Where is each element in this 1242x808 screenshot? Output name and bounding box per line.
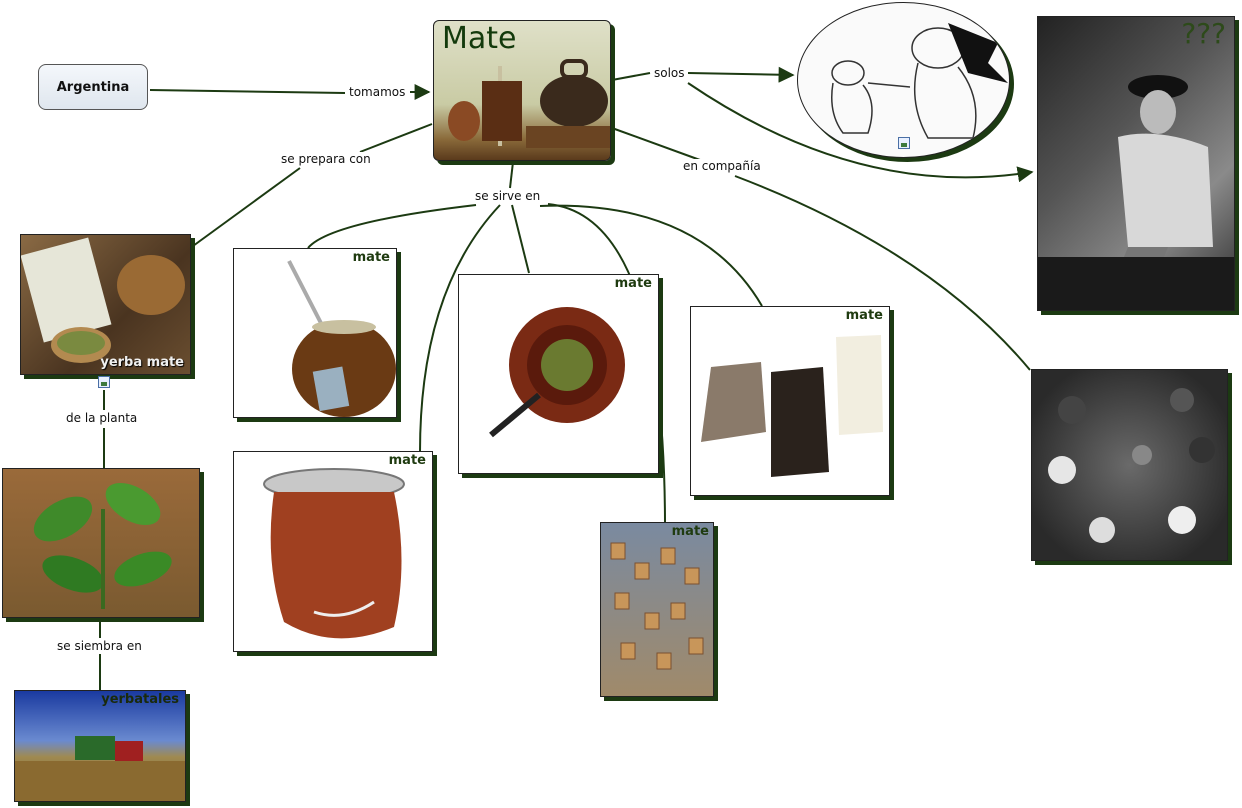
link-label-solos: solos bbox=[651, 66, 688, 81]
mate-title: Mate bbox=[442, 21, 517, 56]
link-label-se-sirve-en: se sirve en bbox=[472, 189, 543, 204]
link-label-tomamos: tomamos bbox=[346, 85, 408, 100]
yerba-photo bbox=[21, 235, 191, 375]
concept-gaucho[interactable]: ??? bbox=[1037, 16, 1235, 311]
mate-horn-caption: mate bbox=[846, 308, 883, 323]
gaucho-photo bbox=[1038, 17, 1235, 311]
yerba-caption: yerba mate bbox=[100, 355, 184, 370]
gourd-photo bbox=[234, 249, 397, 418]
link-label-se-prepara-con: se prepara con bbox=[278, 152, 374, 167]
link-mate-sirve bbox=[510, 162, 513, 188]
concept-plant[interactable] bbox=[2, 468, 200, 618]
mate-leather-caption: mate bbox=[389, 453, 426, 468]
concept-yerba-mate[interactable]: yerba mate bbox=[20, 234, 191, 375]
group-photo bbox=[1032, 370, 1228, 561]
image-attachment-icon[interactable] bbox=[898, 137, 910, 149]
cartoon-drawing bbox=[798, 3, 1010, 158]
link-sirve-mate3 bbox=[512, 205, 529, 273]
horn-mate-photo bbox=[691, 307, 890, 496]
yerbatales-caption: yerbatales bbox=[101, 692, 179, 707]
link-argentina-tomamos bbox=[150, 90, 345, 93]
gaucho-caption: ??? bbox=[1181, 17, 1226, 50]
concept-mate-horn[interactable]: mate bbox=[690, 306, 890, 496]
concept-mate-leather[interactable]: mate bbox=[233, 451, 433, 652]
concept-argentina[interactable]: Argentina bbox=[38, 64, 148, 110]
concept-mate-gourd[interactable]: mate bbox=[233, 248, 397, 418]
mate-wood-caption: mate bbox=[615, 276, 652, 291]
link-mate-compania bbox=[612, 128, 700, 160]
image-attachment-icon[interactable] bbox=[98, 376, 110, 388]
plant-photo bbox=[3, 469, 200, 618]
concept-cartoon-solos[interactable] bbox=[797, 2, 1010, 158]
market-photo bbox=[601, 523, 714, 697]
leather-mate-photo bbox=[234, 452, 433, 652]
link-label-se-siembra-en: se siembra en bbox=[54, 639, 145, 654]
link-mate-solos bbox=[612, 73, 650, 80]
link-prepara-yerba bbox=[193, 168, 300, 246]
link-sirve-mate1 bbox=[308, 205, 476, 248]
concept-group-compania[interactable] bbox=[1031, 369, 1228, 561]
wood-mate-photo bbox=[459, 275, 659, 474]
concept-yerbatales[interactable]: yerbatales bbox=[14, 690, 186, 802]
concept-mate-market[interactable]: mate bbox=[600, 522, 714, 697]
link-mate-prepara bbox=[360, 124, 432, 152]
link-solos-cartoon bbox=[688, 73, 793, 75]
mate-market-caption: mate bbox=[672, 524, 709, 539]
link-label-en-compania: en compañía bbox=[680, 159, 764, 174]
yerbatales-photo bbox=[15, 691, 186, 802]
link-label-de-la-planta: de la planta bbox=[63, 411, 140, 426]
concept-mate[interactable]: Mate bbox=[433, 20, 611, 161]
mate-gourd-caption: mate bbox=[353, 250, 390, 265]
concept-mate-wood[interactable]: mate bbox=[458, 274, 659, 474]
